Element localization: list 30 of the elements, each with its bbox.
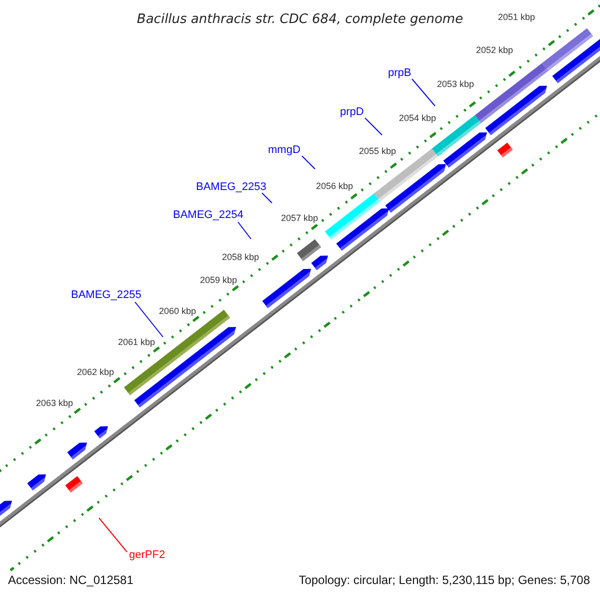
position-label: 2062 kbp (77, 367, 114, 378)
leader-line (364, 118, 382, 136)
position-label: 2061 kbp (118, 337, 156, 348)
position-label: 2054 kbp (399, 113, 436, 124)
gene-label: mmgD (268, 144, 300, 157)
position-label: 2058 kbp (222, 252, 260, 263)
position-label: 2053 kbp (437, 79, 474, 90)
leader-line (302, 156, 316, 170)
position-label: 2059 kbp (200, 275, 238, 286)
leader-line (98, 518, 128, 552)
position-label: 2051 kbp (498, 12, 536, 23)
gene-label: BAMEG_2255 (71, 289, 142, 302)
leader-line (262, 192, 272, 204)
position-label: 2055 kbp (359, 146, 396, 157)
position-label: 2056 kbp (316, 181, 354, 192)
accession-label: Accession: NC_012581 (8, 573, 134, 588)
gene-label: gerPF2 (129, 549, 166, 562)
position-label: 2063 kbp (36, 398, 74, 409)
position-label: 2052 kbp (476, 45, 514, 56)
title: Bacillus anthracis str. CDC 684, complete genome (136, 11, 464, 29)
position-label: 2060 kbp (159, 306, 196, 317)
gene-label: prpD (340, 106, 364, 119)
position-label: 2057 kbp (281, 213, 318, 224)
gene-label: BAMEG_2254 (173, 209, 244, 222)
gene-label: prpB (388, 67, 412, 80)
leader-line (412, 78, 436, 106)
leader-line (134, 302, 164, 338)
leader-line (238, 222, 252, 240)
gene-label: BAMEG_2253 (196, 181, 266, 194)
genome-summary: Topology: circular; Length: 5,230,115 bp; Genes: 5,708 (298, 573, 590, 588)
